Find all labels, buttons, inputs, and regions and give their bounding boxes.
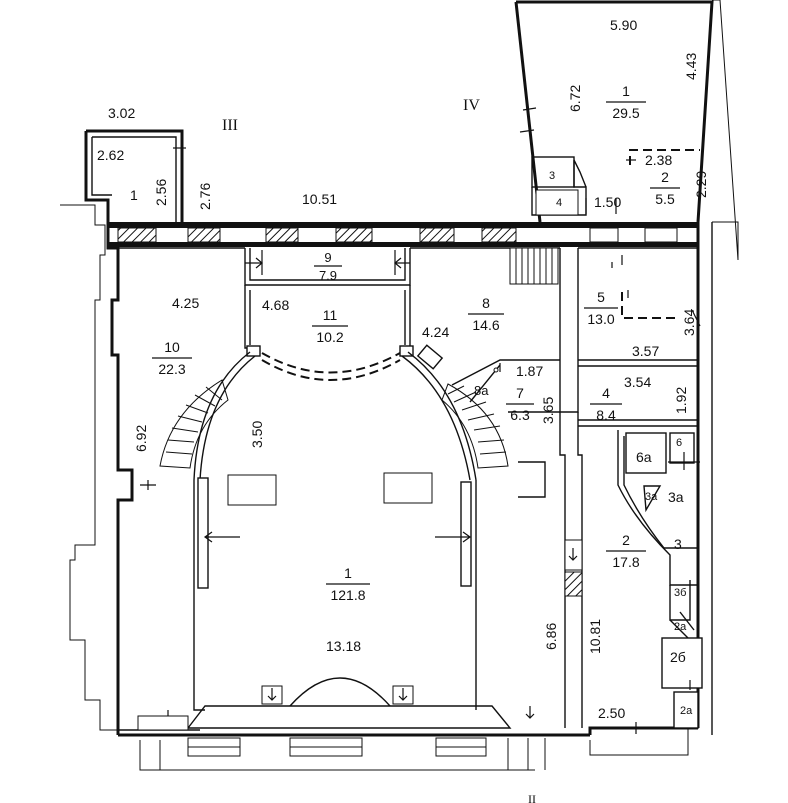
main-hall-walls [137,351,535,731]
dimension: 10.81 [587,619,603,654]
dimension: 2.76 [197,183,213,210]
room-labels: 1 121.8 2 17.8 4 8.4 5 13.0 7 6.3 8 14.6 [152,83,680,603]
section-label-ii: II [528,792,536,803]
dimension: 4.24 [422,324,449,340]
dimension: 3.54 [624,374,651,390]
room-area: 8.4 [596,407,616,423]
dimension: 3.57 [632,343,659,359]
dimension: 3.64 [681,309,697,336]
dimension: 10.51 [302,191,337,207]
small-label: 4 [556,197,562,209]
dimension: 6.86 [543,623,559,650]
room-number: 1 [622,83,630,99]
small-label: 3 [549,170,555,182]
room-number: 5 [597,289,605,305]
room-label-2-annex: 2 5.5 [650,169,680,207]
small-label: 2a [674,621,687,633]
small-labels: 1 3 4 6 6a 3a 3a 3 3б 2a 2б 2a 8a [130,170,693,717]
dimension-labels: 3.02 2.62 2.56 2.76 10.51 5.90 6.72 4.43… [97,17,709,721]
right-block-walls [410,247,703,734]
dimension: 3.50 [249,421,265,448]
dimension: 2.56 [153,179,169,206]
room-label-5: 5 13.0 [584,289,618,327]
section-labels: III IV II [222,97,536,803]
dimension: 3.65 [540,397,556,424]
room-number: 11 [323,307,338,323]
dimension: 1.50 [594,194,621,210]
room-number: 2 [622,532,630,548]
room-number: 1 [344,565,352,581]
room-label-1-main: 1 121.8 [326,565,370,603]
dimension: 5.90 [610,17,637,33]
small-label: 1 [130,187,138,203]
room-area: 7.9 [319,268,337,283]
room-number: 7 [516,385,524,401]
small-label: 2б [670,649,686,665]
left-neighbour-contour [60,204,120,731]
dimension: 1.92 [673,387,689,414]
dimension: 4.25 [172,295,199,311]
room-area: 13.0 [587,311,614,327]
room-area: 17.8 [612,554,639,570]
small-label: 3 [674,536,682,552]
room-area: 14.6 [472,317,499,333]
dimension: 2.29 [693,171,709,198]
dimension: 1.87 [516,363,543,379]
dimension: 6.92 [133,425,149,452]
dimension: 3.02 [108,105,135,121]
room-label-9: 9 7.9 [314,250,342,283]
small-label: 2a [680,705,693,717]
room-area: 121.8 [330,587,365,603]
upper-left-annex [84,129,186,223]
main-outer-walls [106,0,739,771]
dimension: 2.62 [97,147,124,163]
room-9-outline [244,248,411,286]
section-label-iv: IV [463,97,480,114]
dimension: 4.68 [262,297,289,313]
small-label: 3a [645,491,658,503]
room-label-2: 2 17.8 [606,532,646,570]
room-label-10: 10 22.3 [152,339,192,377]
room-11-outline [244,285,414,381]
small-label: 3a [668,489,684,505]
room-number: 4 [602,385,610,401]
room-label-11: 11 10.2 [312,307,348,345]
room-area: 29.5 [612,105,639,121]
room-area: 10.2 [316,329,343,345]
room-label-4: 4 8.4 [590,385,622,423]
small-label: 3б [674,587,686,599]
room-number: 9 [324,250,331,265]
dimension: 4.43 [683,53,699,80]
room-label-8: 8 14.6 [468,295,504,333]
dimension: 6.72 [567,85,583,112]
room-number: 10 [164,339,180,355]
room-area: 5.5 [655,191,675,207]
room-number: 8 [482,295,490,311]
small-label: 6 [676,437,682,449]
dimension: 2.50 [598,705,625,721]
room-number: 2 [661,169,669,185]
room-area: 22.3 [158,361,185,377]
upper-right-annex [514,0,714,223]
dimension: 2.38 [645,152,672,168]
section-label-iii: III [222,117,238,134]
room-label-1-annex: 1 29.5 [606,83,646,121]
dimension: 13.18 [326,638,361,654]
small-label: 6a [636,449,652,465]
small-label: 8a [474,383,489,398]
room-label-7: 7 6.3 [506,385,534,423]
room-area: 6.3 [510,407,530,423]
